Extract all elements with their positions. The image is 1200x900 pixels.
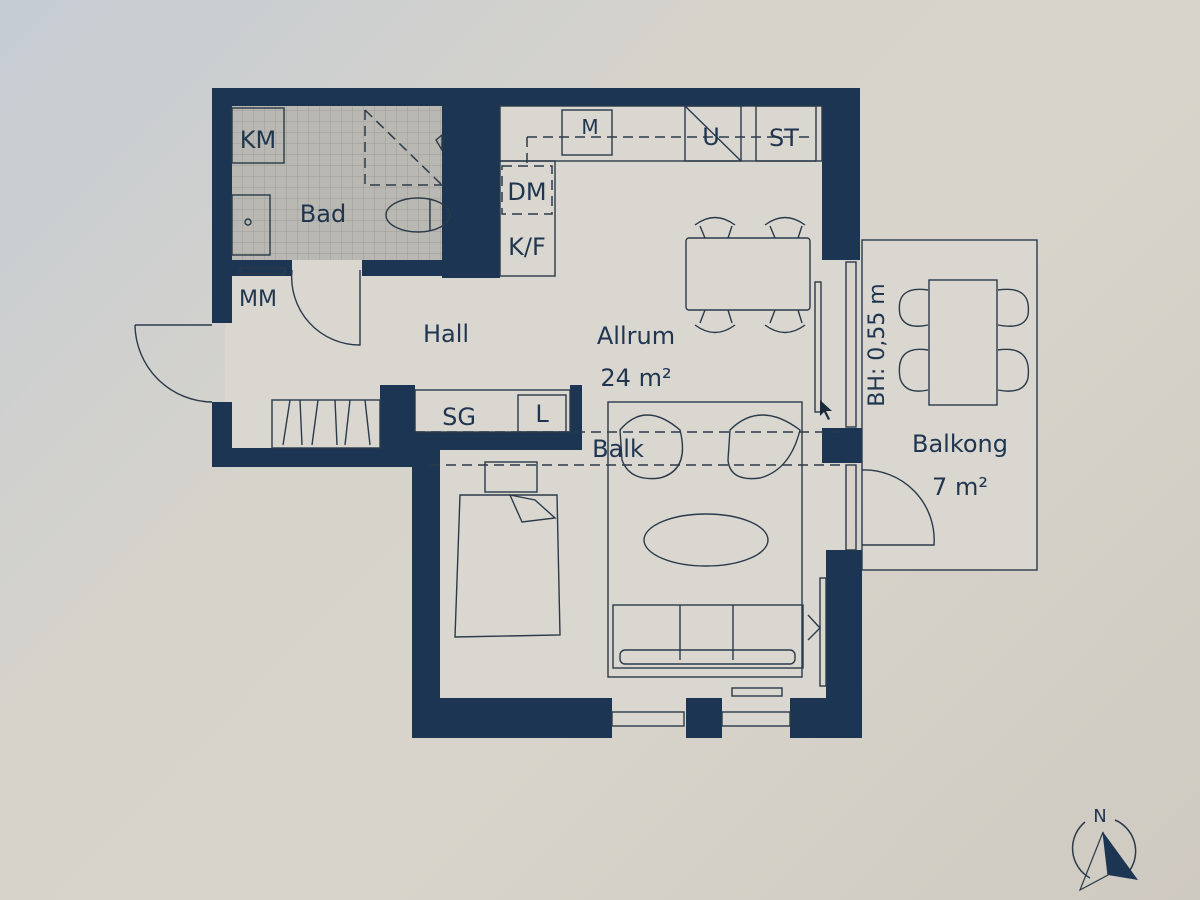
chair (997, 288, 1030, 327)
kitchen-sink (561, 109, 613, 156)
closet-door (819, 577, 827, 687)
armchair (727, 414, 801, 480)
sink (231, 194, 271, 256)
openings (134, 261, 935, 727)
bathroom-fixtures (231, 107, 451, 275)
entrance-door-swing (134, 324, 213, 403)
dining-table (685, 237, 811, 311)
bathroom-door-swing (290, 269, 361, 346)
bathroom-tiles (232, 105, 442, 260)
compass-needle-outline (1078, 831, 1109, 892)
wardrobe (271, 399, 381, 449)
balcony-furniture (898, 279, 1030, 406)
chair (764, 309, 806, 334)
pillow (484, 461, 538, 493)
dining-set (685, 216, 811, 334)
label-kf: K/F (508, 233, 546, 261)
l-cabinet (517, 394, 567, 433)
kitchen-counter (499, 105, 823, 162)
chair (764, 216, 806, 239)
walls (212, 88, 862, 738)
bed-frame (454, 494, 561, 638)
chair (694, 309, 736, 334)
dishwasher-outline (501, 165, 553, 215)
beam-line (415, 431, 840, 466)
label-mm: MM (239, 287, 277, 312)
chair (898, 288, 929, 327)
chair (898, 348, 929, 392)
living-furniture (607, 401, 804, 678)
coffee-table (643, 513, 769, 567)
bed (454, 461, 561, 638)
floor-areas (225, 100, 1037, 725)
label-allrum: Allrum (597, 322, 675, 350)
shower-head-icon (435, 133, 443, 153)
labels: KM Bad MM Hall Allrum 24 m² DM K/F M U S… (239, 115, 1008, 501)
balcony-table (928, 279, 998, 406)
label-balk: Balk (592, 435, 644, 463)
stove (684, 105, 742, 162)
chair (997, 348, 1030, 392)
balcony-window (845, 261, 857, 428)
label-sg: SG (442, 403, 476, 431)
armchair (619, 414, 684, 480)
shower-area (364, 109, 443, 186)
label-dm: DM (507, 178, 546, 206)
label-bad: Bad (300, 200, 346, 228)
label-allrum-area: 24 m² (600, 364, 671, 392)
balcony-door-swing (861, 469, 935, 546)
label-railing-height: BH: 0,55 m (865, 283, 890, 406)
label-hall: Hall (423, 320, 469, 348)
rug (607, 401, 803, 678)
radiator (731, 687, 783, 697)
label-km: KM (240, 126, 276, 154)
north-compass: N (1071, 806, 1138, 892)
label-balkong-area: 7 m² (932, 473, 988, 501)
sg-cabinet (414, 389, 571, 433)
chair (694, 216, 736, 239)
label-m: M (581, 115, 598, 139)
label-st: ST (769, 124, 799, 152)
compass-needle-icon (1103, 832, 1138, 880)
mm-shelf (239, 267, 286, 275)
storage-cabinet (755, 105, 817, 162)
mouse-cursor-icon (820, 400, 832, 420)
label-balkong: Balkong (912, 430, 1008, 458)
window-south-1 (611, 711, 685, 727)
label-l: L (535, 400, 549, 428)
balcony-door-frame (845, 464, 857, 551)
kitchen (499, 105, 823, 277)
sofa (612, 604, 804, 669)
compass-north-label: N (1093, 806, 1106, 827)
balcony-outline (861, 239, 1038, 571)
washing-machine (231, 107, 285, 164)
label-u: U (702, 123, 720, 151)
toilet (385, 197, 451, 233)
hall-storage (271, 389, 571, 449)
window-south-2 (721, 711, 791, 727)
sliding-panel (814, 281, 822, 413)
closet-arrow (807, 614, 821, 641)
